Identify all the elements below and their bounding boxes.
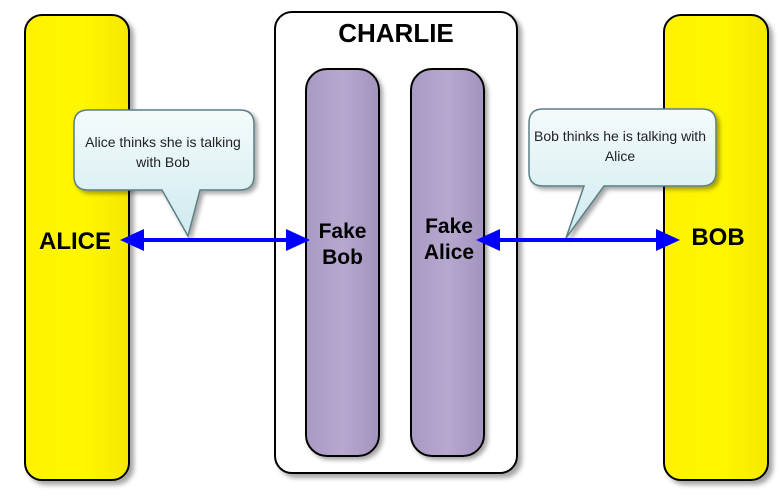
alice-bar <box>24 14 130 481</box>
bob-callout <box>528 108 717 239</box>
fake-bob-bar <box>305 68 380 457</box>
alice-callout-text: Alice thinks she is talking with Bob <box>85 134 241 170</box>
alice-fakebob-arrow <box>120 229 310 251</box>
alice-label: ALICE <box>39 228 111 255</box>
alice-callout <box>73 109 255 238</box>
fake-alice-label: Fake Alice <box>423 215 475 264</box>
fake-bob-label: Fake Bob <box>318 220 367 269</box>
fake-alice-bar <box>410 68 485 457</box>
bob-callout-text: Bob thinks he is talking with Alice <box>534 128 706 164</box>
charlie-label: CHARLIE <box>338 18 454 48</box>
bob-bar <box>663 14 769 481</box>
fakealice-bob-arrow <box>476 229 680 251</box>
bob-label: BOB <box>691 224 745 251</box>
